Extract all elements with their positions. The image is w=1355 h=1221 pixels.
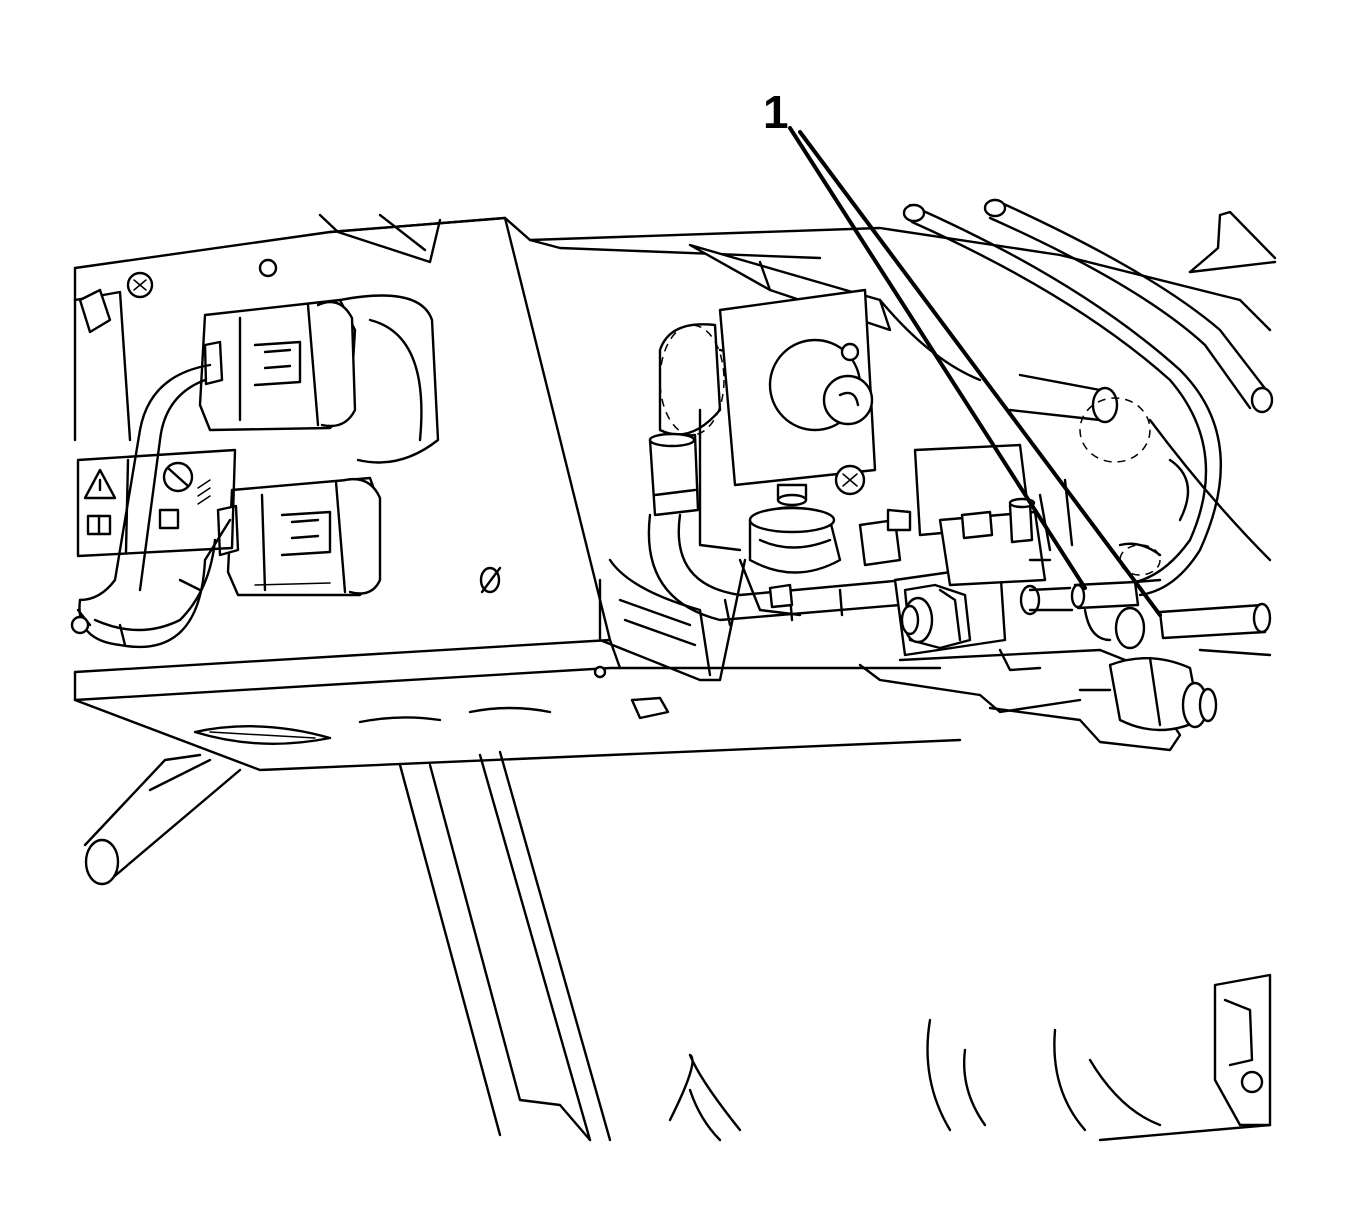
center-bracket [598,558,802,682]
upper-left-bracket [78,258,278,334]
upper-structure [73,210,1277,442]
wiring-harness-left [70,363,232,649]
connector-lower [216,476,382,597]
vacuum-hoses [902,198,1274,597]
right-subframe [1058,253,1272,657]
right-fittings [1038,478,1272,650]
warning-label [76,448,237,558]
right-bracket [858,648,1218,752]
leader-line [798,130,1162,617]
mounting-plate [193,665,670,745]
callout-label: 1 [763,86,789,138]
lower-right-fragments [668,973,1272,1142]
support-legs [398,750,612,1142]
battery-icon [158,508,180,530]
lower-left-rod [83,753,242,886]
center-valve [658,288,877,496]
leader-line [788,126,1087,590]
pump-assembly [748,443,1074,657]
callout-1: 1 [763,86,1162,617]
hose-center [647,408,907,627]
connector-upper [198,294,440,464]
